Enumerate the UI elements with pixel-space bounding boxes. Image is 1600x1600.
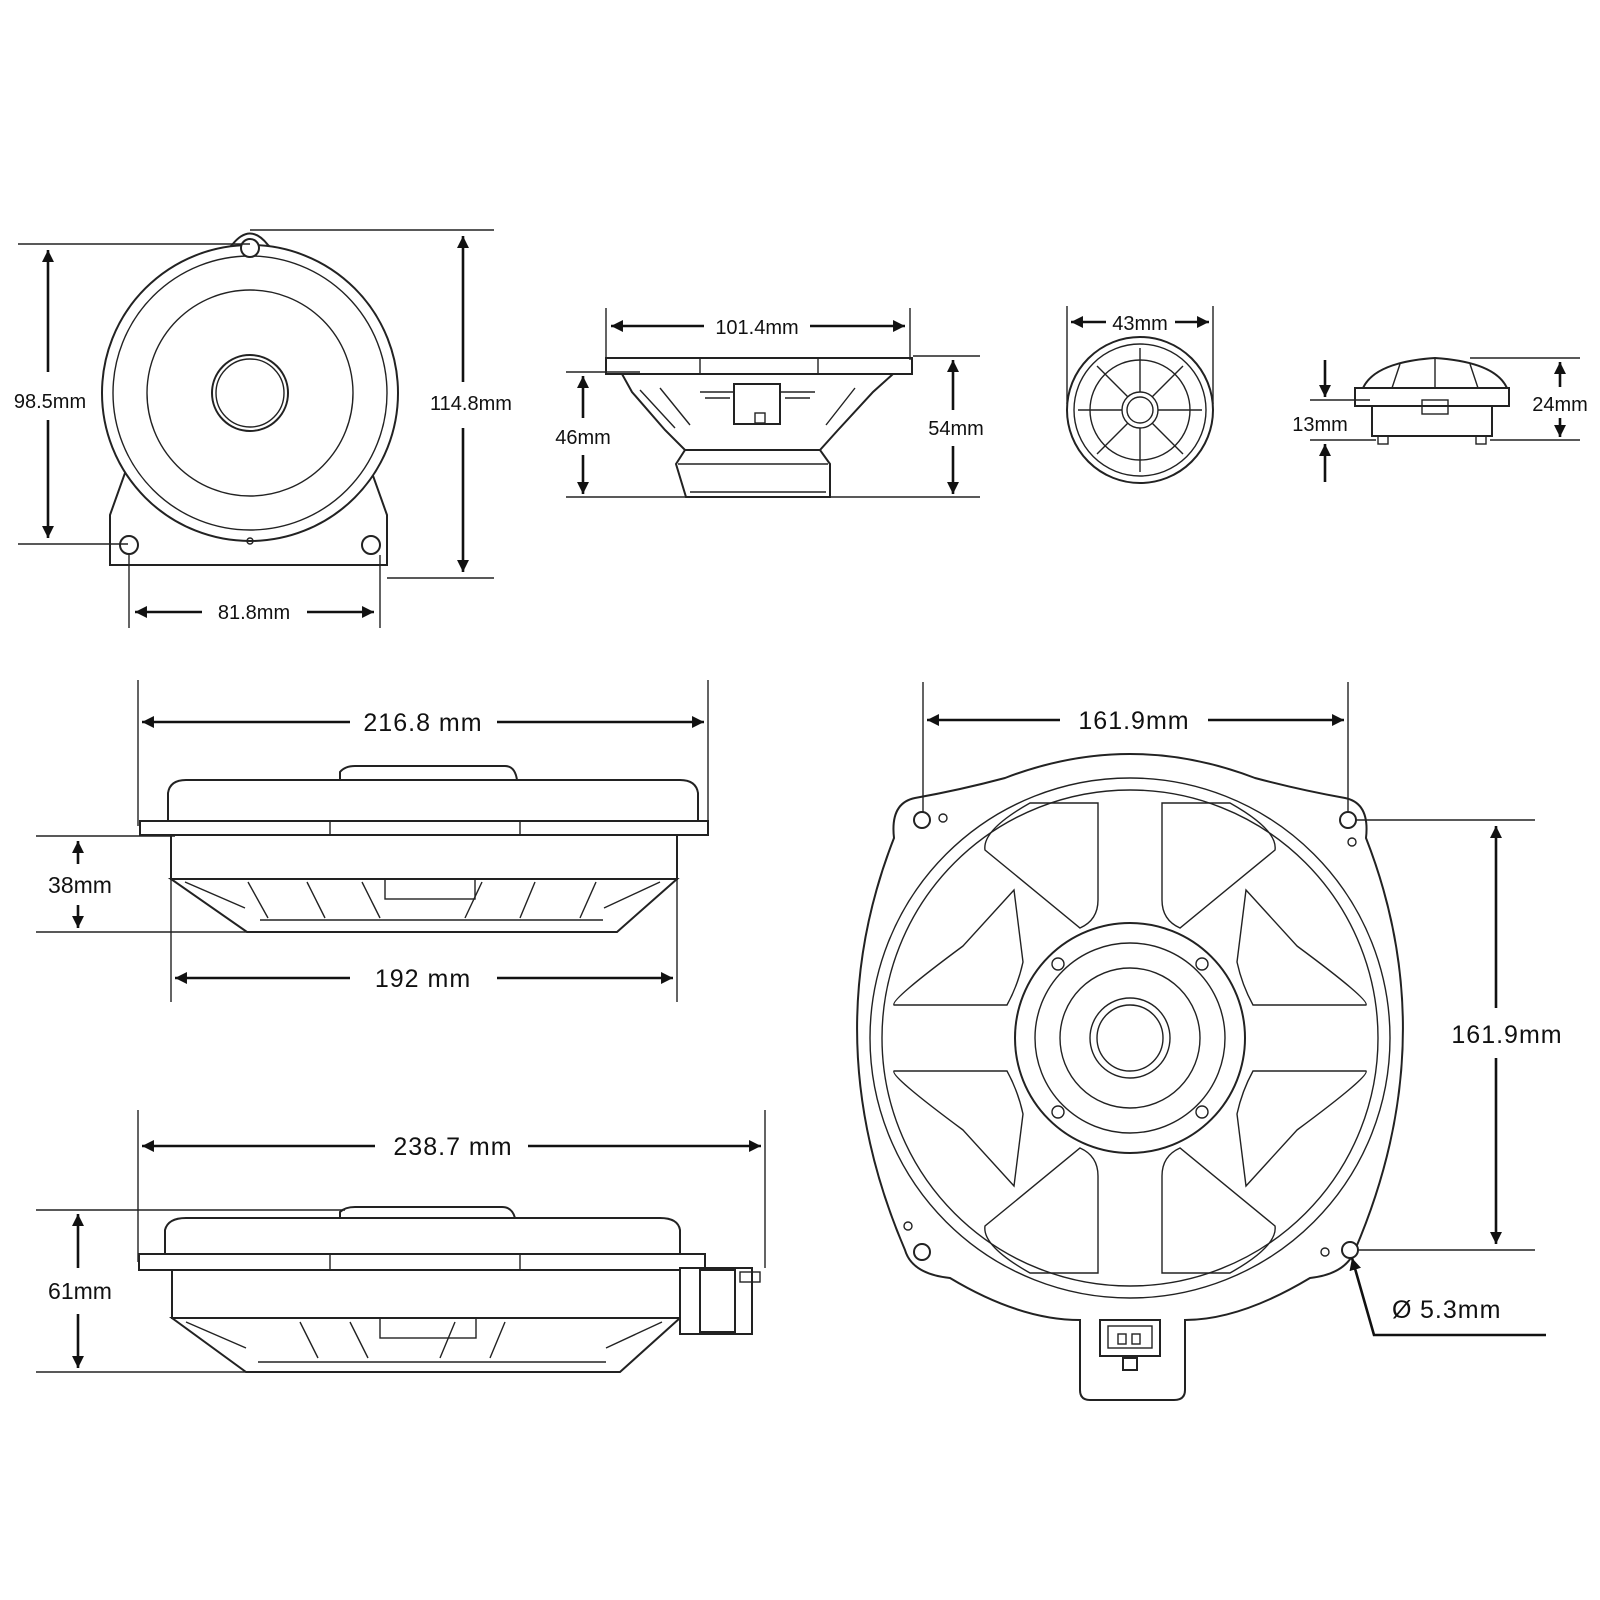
sub-b-basket-upper	[171, 1269, 681, 1319]
midrange-dustcap	[211, 354, 289, 432]
dim-24: 24mm	[1532, 394, 1588, 416]
dim-216-8: 216.8 mm	[363, 709, 482, 737]
dim-81-8: 81.8mm	[218, 602, 290, 624]
midrange-front-view: 98.5mm 114.8mm 81.8mm	[14, 229, 512, 628]
dim-13: 13mm	[1292, 414, 1348, 436]
diameter-symbol: Ø	[1392, 1296, 1412, 1324]
sub-front-vents	[893, 802, 1367, 1274]
sub-b-top	[164, 1217, 681, 1255]
dim-46: 46mm	[555, 427, 611, 449]
dim-101-4: 101.4mm	[715, 317, 798, 339]
sub-front-mount-holes	[903, 811, 1359, 1261]
dim-192: 192 mm	[375, 965, 471, 993]
tweeter-side-base	[1371, 405, 1493, 437]
midrange-top-hole	[240, 238, 260, 258]
dim-5-3: 5.3mm	[1420, 1296, 1501, 1324]
dim-43: 43mm	[1112, 313, 1168, 335]
midrange-left-hole	[119, 535, 139, 555]
dim-238-7: 238.7 mm	[393, 1133, 512, 1161]
sub-front-surround	[1014, 922, 1246, 1154]
dim-61: 61mm	[48, 1278, 112, 1304]
sub-a-flange	[139, 820, 709, 836]
midrange-right-hole	[361, 535, 381, 555]
dim-98-5: 98.5mm	[14, 391, 86, 413]
dim-161-9-height: 161.9mm	[1451, 1021, 1562, 1049]
midrange-magnet	[674, 449, 831, 498]
sub-a-top	[167, 779, 699, 822]
midrange-side-flange	[605, 357, 913, 375]
subwoofer-front-view: 161.9mm 161.9mm Ø 5.3mm	[856, 682, 1562, 1401]
sub-b-flange	[138, 1253, 706, 1271]
dim-114-8: 114.8mm	[430, 393, 512, 415]
subwoofer-side-view-a: 216.8 mm 38mm 192 mm	[36, 680, 709, 1002]
sub-front-outer-ring	[869, 777, 1391, 1299]
tweeter-grille-spokes	[1078, 348, 1202, 472]
dim-38: 38mm	[48, 872, 112, 898]
midrange-cone	[146, 289, 354, 497]
dim-161-9-width: 161.9mm	[1078, 707, 1189, 735]
sub-front-dustcap	[1089, 997, 1171, 1079]
tweeter-side-rim	[1354, 387, 1510, 407]
sub-a-magnet	[384, 878, 476, 900]
tweeter-side-view: 13mm 24mm	[1292, 356, 1588, 482]
sub-a-basket	[167, 878, 680, 933]
tweeter-front-view: 43mm	[1066, 306, 1214, 484]
sub-b-basket	[168, 1317, 683, 1373]
dim-54: 54mm	[928, 418, 984, 440]
sub-front-cone	[1059, 967, 1201, 1109]
sub-b-ribs	[185, 1321, 663, 1359]
sub-front-screws	[1051, 957, 1209, 1119]
tweeter-housing	[1066, 336, 1214, 484]
midrange-terminal	[733, 383, 781, 425]
sub-a-ribs	[184, 881, 661, 919]
sub-a-basket-upper	[170, 834, 678, 880]
sub-front-connector	[1099, 1319, 1161, 1371]
subwoofer-side-view-b: 238.7 mm 61mm	[36, 1110, 766, 1373]
midrange-side-view: 101.4mm 46mm 54mm	[555, 308, 984, 498]
